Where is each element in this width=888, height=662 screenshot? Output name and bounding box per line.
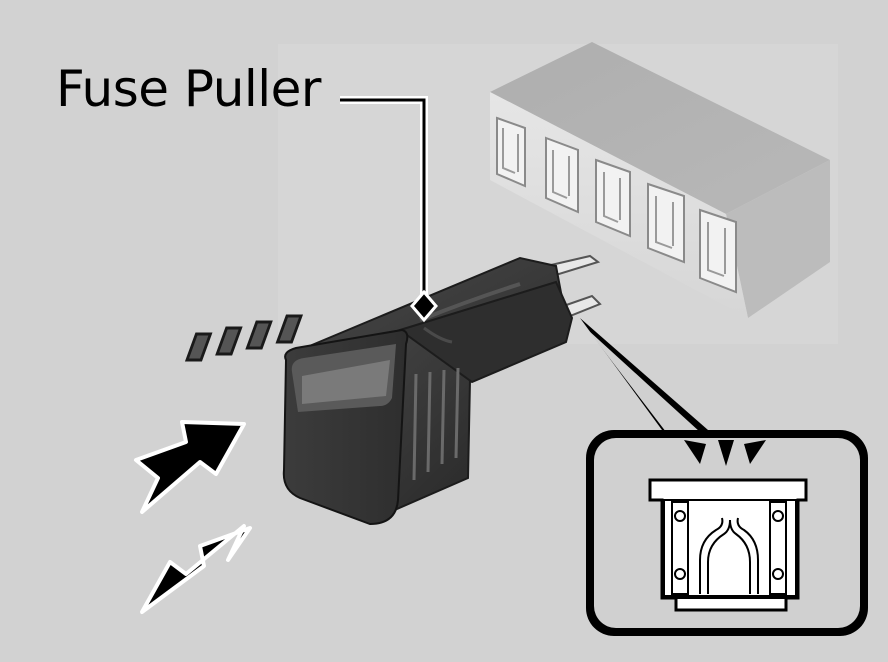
arrow-up-right-icon [134,420,246,514]
fuse-slot [496,116,526,188]
indicator-triangle [718,440,734,466]
fuse-box-top [490,42,830,214]
indicator-triangle [684,440,706,464]
arrow-down-left-icon [140,524,252,614]
fuse-slot [699,208,737,294]
callout-leader [340,96,438,323]
fuse-box-side [726,160,830,318]
fuse-puller [184,254,602,526]
fuse-box [490,42,830,318]
fuse-detail-icon [648,440,808,612]
indicator-triangle [744,440,766,464]
fuse-slot [545,136,579,214]
fuse-slot [595,158,631,238]
fuse-slot [647,182,685,264]
callout-marker-diamond [410,289,438,323]
fuse-puller-label: Fuse Puller [56,60,321,118]
